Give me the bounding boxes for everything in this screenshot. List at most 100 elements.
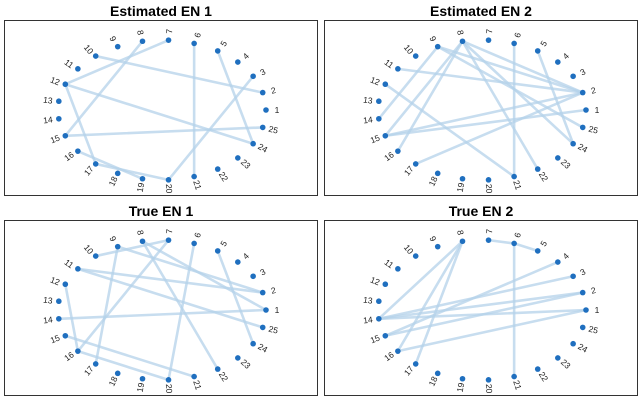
node-label-5: 5 [218, 239, 229, 249]
edge-6-20 [167, 242, 196, 382]
node-label-11: 11 [382, 257, 395, 270]
node-label-12: 12 [49, 275, 62, 288]
edge-12-16 [64, 282, 80, 353]
node-label-14: 14 [363, 114, 374, 125]
node-2 [579, 89, 586, 96]
node-2 [579, 289, 586, 296]
node-8 [139, 38, 146, 45]
node-label-8: 8 [455, 229, 466, 236]
edge-7-6 [487, 238, 516, 245]
node-22 [214, 366, 221, 372]
node-label-6: 6 [512, 231, 523, 239]
node-label-15: 15 [369, 133, 382, 146]
node-14 [56, 115, 62, 122]
node-6 [191, 40, 197, 47]
node-7 [485, 37, 492, 43]
node-21 [511, 373, 517, 380]
node-5 [534, 248, 541, 254]
node-label-22: 22 [537, 370, 551, 384]
node-17 [412, 361, 419, 367]
node-15 [382, 332, 389, 339]
node-19 [139, 375, 146, 382]
node-label-19: 19 [135, 182, 147, 193]
edge-14-2 [377, 291, 585, 321]
node-25 [259, 324, 266, 331]
node-3 [570, 73, 576, 80]
node-label-14: 14 [43, 114, 54, 125]
edge-12-21 [384, 82, 516, 178]
node-21 [511, 173, 517, 180]
panel-title: Estimated EN 2 [430, 3, 532, 19]
node-11 [395, 66, 401, 72]
node-label-5: 5 [218, 39, 229, 49]
node-label-6: 6 [192, 31, 203, 39]
node-24 [570, 140, 576, 147]
node-5 [534, 48, 541, 54]
node-label-16: 16 [382, 349, 396, 363]
node-label-3: 3 [578, 66, 587, 77]
node-4 [555, 259, 561, 265]
node-label-5: 5 [538, 39, 549, 49]
node-19 [139, 175, 146, 182]
node-label-19: 19 [455, 382, 467, 393]
node-label-12: 12 [49, 75, 62, 88]
node-label-23: 23 [239, 157, 253, 171]
node-15 [62, 132, 69, 139]
plot-frame [324, 220, 638, 396]
node-label-21: 21 [511, 379, 524, 391]
edge-24-12 [64, 82, 255, 146]
node-label-24: 24 [576, 341, 589, 354]
node-17 [412, 161, 419, 167]
node-8 [459, 238, 466, 245]
node-label-11: 11 [382, 57, 395, 70]
node-label-21: 21 [191, 179, 204, 191]
node-label-8: 8 [455, 29, 466, 36]
node-label-4: 4 [241, 251, 251, 262]
node-label-14: 14 [43, 314, 54, 325]
edge-15-2 [384, 91, 585, 138]
node-11 [75, 266, 81, 272]
edge-7-12 [64, 38, 170, 86]
node-13 [376, 298, 382, 305]
node-label-16: 16 [382, 149, 396, 163]
node-16 [395, 148, 401, 154]
node-label-18: 18 [426, 375, 439, 388]
node-21 [191, 373, 197, 380]
node-20 [485, 377, 492, 383]
edge-9-17 [94, 245, 120, 366]
node-label-5: 5 [538, 239, 549, 249]
edge-8-24 [461, 39, 575, 146]
node-label-7: 7 [484, 28, 494, 34]
node-label-22: 22 [537, 170, 551, 184]
node-9 [434, 43, 441, 50]
edge-15-4 [384, 260, 560, 338]
node-label-15: 15 [49, 333, 62, 346]
node-label-25: 25 [268, 124, 280, 136]
node-7 [165, 37, 172, 43]
node-24 [250, 140, 256, 147]
node-label-25: 25 [588, 324, 600, 336]
node-label-21: 21 [511, 179, 524, 191]
node-label-1: 1 [595, 305, 600, 315]
node-13 [56, 98, 62, 105]
edge-10-7 [94, 238, 170, 258]
edge-15-21 [64, 334, 196, 378]
node-10 [92, 253, 99, 259]
node-5 [214, 248, 221, 254]
node-18 [434, 370, 441, 377]
node-20 [485, 177, 492, 183]
node-label-7: 7 [484, 228, 494, 234]
node-16 [75, 348, 81, 354]
node-16 [395, 348, 401, 354]
edge-15-2 [384, 291, 585, 338]
node-23 [235, 155, 241, 161]
node-17 [92, 161, 99, 167]
edge-14-1 [57, 308, 268, 321]
node-label-8: 8 [135, 229, 146, 236]
edge-11-25 [76, 267, 265, 329]
node-label-24: 24 [256, 341, 269, 354]
node-label-16: 16 [62, 149, 76, 163]
